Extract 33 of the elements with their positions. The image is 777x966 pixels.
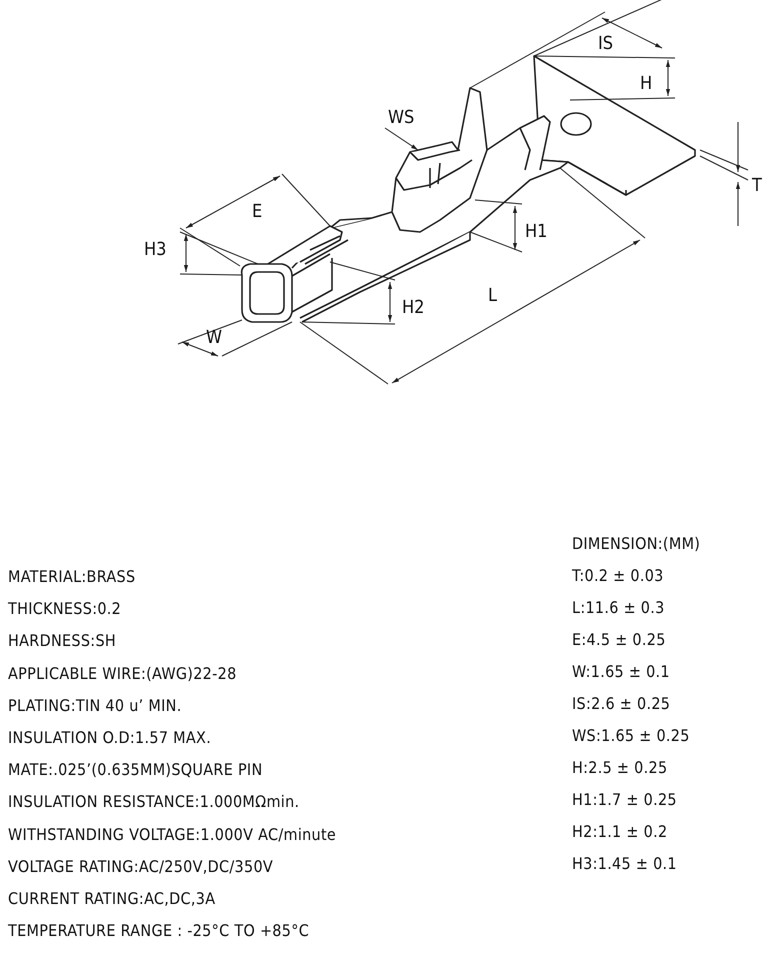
- spec-text: VOLTAGE RATING:AC/250V,DC/350V: [8, 858, 274, 876]
- spec-text: PLATING:TIN 40 u’ MIN.: [8, 696, 182, 714]
- dimension-label: H2: [402, 298, 424, 318]
- spec-text: HARDNESS:SH: [8, 632, 116, 650]
- dimension-label: W: [206, 328, 222, 348]
- spec-text: MATE:.025’(0.635MM)SQUARE PIN: [8, 761, 263, 779]
- spec-text: INSULATION O.D:1.57 MAX.: [8, 729, 212, 747]
- dimension-value: WS:1.65 ± 0.25: [572, 727, 690, 745]
- dimension-value: L:11.6 ± 0.3: [572, 599, 665, 617]
- spec-text: WITHSTANDING VOLTAGE:1.000V AC/minute: [8, 826, 336, 844]
- dimension-value: T:0.2 ± 0.03: [572, 567, 664, 585]
- dimension-value: H:2.5 ± 0.25: [572, 759, 668, 777]
- dimension-label: WS: [388, 108, 414, 128]
- spec-text: MATERIAL:BRASS: [8, 568, 136, 586]
- dimension-label: H1: [525, 222, 548, 242]
- dimension-value: IS:2.6 ± 0.25: [572, 695, 670, 713]
- dimension-label: H3: [144, 240, 166, 260]
- dimension-label: E: [252, 202, 262, 222]
- spec-text: CURRENT RATING:AC,DC,3A: [8, 890, 216, 908]
- dimension-label: H: [640, 74, 652, 94]
- dimension-value: H1:1.7 ± 0.25: [572, 791, 677, 809]
- dimension-value: H2:1.1 ± 0.2: [572, 823, 668, 841]
- spec-text: TEMPERATURE RANGE : -25°C TO +85°C: [8, 922, 310, 940]
- dimension-value: E:4.5 ± 0.25: [572, 631, 666, 649]
- dimension-label: T: [752, 176, 762, 196]
- dimension-label: IS: [598, 34, 614, 54]
- spec-text: APPLICABLE WIRE:(AWG)22-28: [8, 664, 237, 682]
- spec-text: INSULATION RESISTANCE:1.000MΩmin.: [8, 793, 300, 811]
- table-heading: DIMENSION:(MM): [572, 535, 700, 553]
- dimension-value: H3:1.45 ± 0.1: [572, 855, 677, 873]
- dimension-value: W:1.65 ± 0.1: [572, 663, 670, 681]
- dimension-label: L: [488, 286, 498, 306]
- spec-text: THICKNESS:0.2: [8, 600, 122, 618]
